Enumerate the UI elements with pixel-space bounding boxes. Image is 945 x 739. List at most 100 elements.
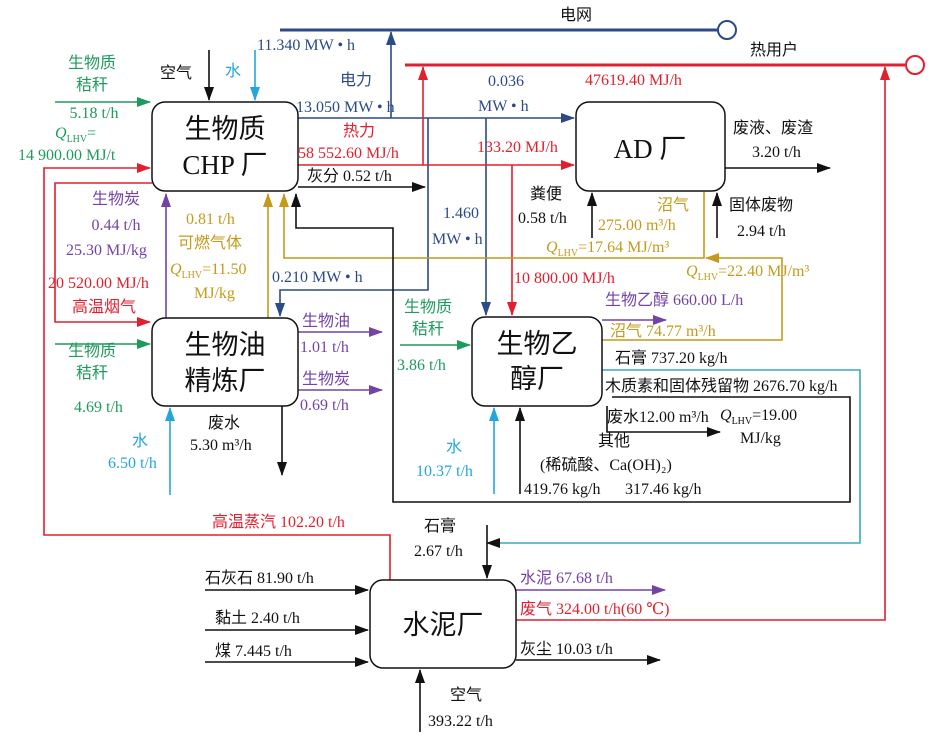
biooil-oil-label: 生物油 bbox=[302, 312, 350, 330]
biooil-biomass-rate: 4.69 t/h bbox=[74, 399, 123, 416]
biooil-refinery-box bbox=[151, 317, 299, 407]
biooil-wastewater-rate: 5.30 m³/h bbox=[190, 437, 252, 454]
biogas-to-chp-arrow bbox=[279, 192, 705, 259]
gas-label: 可燃气体 bbox=[178, 234, 242, 252]
biooil-biomass-label-2: 秸秆 bbox=[76, 364, 108, 382]
ethanol-gypsum-value: 石膏 737.20 kg/h bbox=[615, 348, 727, 367]
steam-to-chp-arrow bbox=[43, 163, 391, 580]
biochar-q-value: 25.30 MJ/kg bbox=[66, 242, 147, 259]
biochar-rate: 0.44 t/h bbox=[92, 217, 141, 234]
ethanol-plant-box bbox=[471, 316, 603, 407]
chp-water-label: 水 bbox=[225, 62, 241, 80]
ethanol-product-value: 生物乙醇 660.00 L/h bbox=[605, 291, 743, 309]
exhaust-to-heat-user-arrow bbox=[516, 66, 890, 621]
grid-power-value: 11.340 MW • h bbox=[257, 37, 355, 54]
cement-plant-box bbox=[369, 579, 517, 669]
ethanol-water-label: 水 bbox=[446, 438, 462, 456]
clay-value: 黏土 2.40 t/h bbox=[215, 609, 300, 627]
cement-air-label: 空气 bbox=[450, 686, 482, 704]
biooil-oil-rate: 1.01 t/h bbox=[300, 339, 349, 356]
flue-heat-value: 20 520.00 MJ/h bbox=[48, 275, 149, 292]
ethanol-lime-rate: 317.46 kg/h bbox=[625, 481, 701, 498]
ethanol-title-1: 生物乙 bbox=[497, 329, 578, 359]
ad-solid-waste-rate: 2.94 t/h bbox=[737, 223, 786, 240]
flue-gas-label: 高温烟气 bbox=[72, 298, 136, 316]
ad-solid-waste-label: 固体废物 bbox=[729, 196, 793, 214]
ethanol-title-2: 醇厂 bbox=[510, 364, 564, 394]
ethanol-biogas-q: QLHV=22.40 MJ/m³ bbox=[686, 263, 809, 283]
biooil-char-rate: 0.69 t/h bbox=[300, 397, 349, 414]
ethanol-acid-rate: 419.76 kg/h bbox=[524, 481, 600, 498]
biooil-title-2: 精炼厂 bbox=[185, 366, 266, 396]
ethanol-biomass-rate: 3.86 t/h bbox=[397, 357, 446, 374]
ethanol-lignin-q: QLHV=19.00 bbox=[720, 407, 797, 427]
ad-waste-rate: 3.20 t/h bbox=[752, 144, 801, 161]
chp-plant-box bbox=[151, 101, 299, 192]
ethanol-other-detail: (稀硫酸、Ca(OH)₂) bbox=[540, 456, 672, 474]
biooil-wastewater-label: 废水 bbox=[208, 414, 240, 432]
ethanol-biomass-label-1: 生物质 bbox=[404, 298, 452, 316]
heat-total-value: 58 552.60 MJ/h bbox=[298, 145, 399, 162]
ad-power-value-1: 0.036 bbox=[488, 73, 524, 90]
cement-exhaust-value: 废气 324.00 t/h(60 ℃) bbox=[520, 600, 669, 618]
biochar-label: 生物炭 bbox=[92, 190, 140, 208]
chp-biomass-label-1: 生物质 bbox=[68, 54, 116, 72]
ad-heat-value: 133.20 MJ/h bbox=[477, 139, 558, 156]
gas-q: QLHV=11.50 bbox=[170, 261, 247, 281]
heat-user-label: 热用户 bbox=[750, 41, 798, 59]
flue-gas-to-biooil-arrow bbox=[54, 182, 152, 327]
ad-biogas-rate: 275.00 m³/h bbox=[598, 217, 676, 234]
ad-manure-rate: 0.58 t/h bbox=[518, 210, 567, 227]
ad-title: AD 厂 bbox=[614, 134, 687, 164]
ash-value: 灰分 0.52 t/h bbox=[307, 167, 392, 185]
ad-power-value-2: MW • h bbox=[478, 98, 529, 115]
chp-title-2: CHP 厂 bbox=[182, 150, 267, 180]
gypsum-to-cement-line bbox=[486, 369, 861, 548]
cement-product-value: 水泥 67.68 t/h bbox=[520, 569, 613, 587]
grid-label: 电网 bbox=[560, 6, 592, 24]
heat-label: 热力 bbox=[343, 122, 375, 140]
biooil-power-value: 0.210 MW • h bbox=[272, 269, 363, 286]
power-label: 电力 bbox=[340, 71, 372, 89]
chp-biomass-q: QLHV= bbox=[55, 125, 96, 145]
chp-biomass-rate: 5.18 t/h bbox=[70, 105, 119, 122]
steam-value: 高温蒸汽 102.20 t/h bbox=[212, 513, 345, 531]
chp-title-1: 生物质 bbox=[185, 114, 266, 144]
biooil-char-label: 生物炭 bbox=[302, 370, 350, 388]
biooil-water-label: 水 bbox=[132, 432, 148, 450]
ethanol-wastewater-value: 废水12.00 m³/h bbox=[607, 408, 709, 426]
biooil-title-1: 生物油 bbox=[185, 330, 266, 360]
power-to-biooil-arrow bbox=[275, 118, 429, 317]
ad-plant-box bbox=[575, 101, 726, 192]
coal-value: 煤 7.445 t/h bbox=[215, 642, 292, 660]
ethanol-biomass-label-2: 秸秆 bbox=[412, 320, 444, 338]
ad-biogas-label: 沼气 bbox=[657, 196, 689, 214]
gas-q-unit: MJ/kg bbox=[194, 285, 235, 302]
ethanol-wastewater-arrow bbox=[606, 406, 721, 437]
ad-biogas-q: QLHV=17.64 MJ/m³ bbox=[546, 239, 669, 259]
ethanol-biogas-value: 沼气 74.77 m³/h bbox=[610, 322, 716, 340]
heat-user-value: 47619.40 MJ/h bbox=[585, 72, 682, 89]
cement-air-rate: 393.22 t/h bbox=[428, 713, 493, 730]
ad-manure-label: 粪便 bbox=[530, 185, 562, 203]
ethanol-heat-value: 10 800.00 MJ/h bbox=[514, 270, 615, 287]
cement-gypsum-label: 石膏 bbox=[424, 516, 456, 535]
ethanol-lignin-value: 木质素和固体残留物 2676.70 kg/h bbox=[605, 377, 837, 395]
biooil-biomass-label-1: 生物质 bbox=[68, 342, 116, 360]
heat-user-terminal bbox=[905, 55, 925, 75]
ethanol-power-value-2: MW • h bbox=[432, 231, 483, 248]
power-total-value: 13.050 MW • h bbox=[296, 99, 395, 116]
ethanol-lignin-q-unit: MJ/kg bbox=[740, 430, 781, 447]
biooil-water-rate: 6.50 t/h bbox=[108, 455, 157, 472]
ethanol-other-label: 其他 bbox=[598, 432, 630, 450]
chp-air-label: 空气 bbox=[160, 64, 192, 82]
ethanol-water-rate: 10.37 t/h bbox=[416, 463, 473, 480]
ethanol-power-value-1: 1.460 bbox=[443, 205, 479, 222]
limestone-value: 石灰石 81.90 t/h bbox=[205, 569, 314, 587]
cement-dust-value: 灰尘 10.03 t/h bbox=[520, 640, 613, 658]
chp-biomass-label-2: 秸秆 bbox=[76, 76, 108, 94]
chp-biomass-q-value: 14 900.00 MJ/t bbox=[18, 147, 116, 164]
ad-waste-label: 废液、废渣 bbox=[733, 119, 813, 137]
